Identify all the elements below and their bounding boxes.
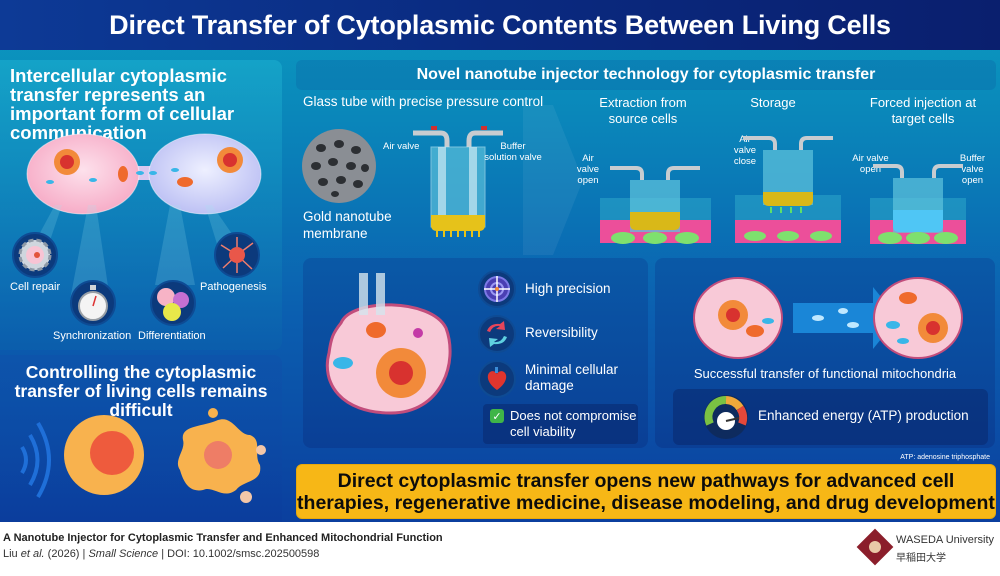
infographic-poster: Direct Transfer of Cytoplasmic Contents …: [0, 0, 1000, 522]
viability-callout: ✓ Does not compromise cell viability: [483, 404, 638, 444]
glass-tube-label: Glass tube with precise pressure control: [303, 94, 544, 109]
step-injection-air-valve-label: Air valve open: [852, 153, 889, 175]
step-extraction-illustration: [600, 166, 711, 244]
label-differentiation: Differentiation: [138, 330, 206, 342]
signal-waves-icon: [20, 421, 51, 499]
healthy-cell-icon: [64, 415, 144, 495]
citation-separator: |: [161, 548, 165, 560]
checkmark-icon: ✓: [490, 409, 504, 423]
cell-with-nanotubes-illustration: [325, 273, 452, 415]
features-panel: High precision Reversibility Minimal cel…: [303, 258, 648, 448]
atp-footnote: ATP: adenosine triphosphate: [900, 454, 990, 461]
atp-callout: Enhanced energy (ATP) production: [673, 389, 988, 445]
step-injection-label: Forced injection at target cells: [869, 95, 977, 126]
novel-technology-header: Novel nanotube injector technology for c…: [296, 60, 996, 90]
citation-journal: Small Science: [88, 548, 159, 560]
process-chevron: [523, 105, 583, 255]
citation-year: (2026): [47, 548, 80, 560]
mitochondria-transfer-illustration: [693, 277, 963, 359]
institution-name-jp: 早稲田大学: [896, 553, 946, 564]
differentiated-cells-icon: [150, 280, 196, 326]
pathogen-cell-icon: [214, 232, 260, 278]
step-injection-buffer-valve-label: Buffer valve open: [959, 153, 986, 186]
paper-title: A Nanotube Injector for Cytoplasmic Tran…: [3, 532, 443, 544]
energy-gauge-icon: [704, 395, 748, 439]
citation-doi[interactable]: DOI: 10.1002/smsc.202500598: [167, 548, 320, 560]
label-cell-repair: Cell repair: [10, 281, 61, 293]
step-extraction-valve-label: Air valve open: [576, 153, 600, 186]
viability-text: Does not compromise cell viability: [510, 408, 637, 439]
title-bar: Direct Transfer of Cytoplasmic Contents …: [0, 0, 1000, 50]
air-valve-label: Air valve: [383, 141, 420, 152]
step-storage-label: Storage: [750, 95, 796, 110]
footer: A Nanotube Injector for Cytoplasmic Tran…: [0, 522, 1000, 576]
feature-minimal-damage: Minimal cellular damage: [525, 362, 619, 393]
stopwatch-icon: [70, 280, 116, 326]
gear-cell-icon: [12, 232, 58, 278]
step-injection-illustration: [870, 164, 966, 244]
buffer-valve-label: Buffer solution valve: [484, 141, 542, 163]
right-column: Novel nanotube injector technology for c…: [293, 50, 1000, 522]
page-title: Direct Transfer of Cytoplasmic Contents …: [109, 9, 891, 40]
novel-technology-heading: Novel nanotube injector technology for c…: [416, 66, 876, 83]
heart-icon: [478, 360, 516, 398]
nanotube-injector-device: [413, 126, 503, 237]
step-storage-illustration: [735, 136, 841, 243]
citation-etal: et al.: [20, 548, 45, 560]
refresh-arrows-icon: [478, 315, 516, 353]
atp-text: Enhanced energy (ATP) production: [758, 408, 969, 423]
waseda-crest-icon: [869, 541, 881, 553]
target-icon: [478, 270, 516, 308]
intercellular-heading: Intercellular cytoplasmic transfer repre…: [10, 65, 235, 143]
mitochondria-transfer-text: Successful transfer of functional mitoch…: [693, 366, 957, 381]
feature-high-precision: High precision: [525, 281, 611, 296]
institution-name-en: WASEDA University: [896, 534, 995, 546]
membrane-label: Gold nanotube membrane: [303, 209, 392, 241]
label-synchronization: Synchronization: [53, 330, 132, 342]
damaged-cell-icon: [177, 408, 266, 503]
left-column: Intercellular cytoplasmic transfer repre…: [0, 50, 290, 522]
citation: Liu et al. (2026) | Small Science | DOI:…: [3, 548, 319, 560]
feature-reversibility: Reversibility: [525, 325, 598, 340]
citation-separator: |: [82, 548, 86, 560]
citation-authors: Liu: [3, 548, 18, 560]
intercellular-transfer-panel: Intercellular cytoplasmic transfer repre…: [0, 60, 282, 350]
step-extraction-label: Extraction from source cells: [599, 95, 687, 126]
conclusion-banner: Direct cytoplasmic transfer opens new pa…: [296, 464, 996, 519]
results-panel: Successful transfer of functional mitoch…: [655, 258, 995, 448]
conclusion-text: Direct cytoplasmic transfer opens new pa…: [297, 469, 995, 514]
connected-cells-illustration: [26, 133, 262, 215]
control-difficulty-heading: Controlling the cytoplasmic transfer of …: [14, 362, 268, 420]
gold-nanotube-membrane-micrograph: [302, 129, 376, 203]
label-pathogenesis: Pathogenesis: [200, 281, 267, 293]
control-difficulty-panel: Controlling the cytoplasmic transfer of …: [0, 355, 282, 522]
